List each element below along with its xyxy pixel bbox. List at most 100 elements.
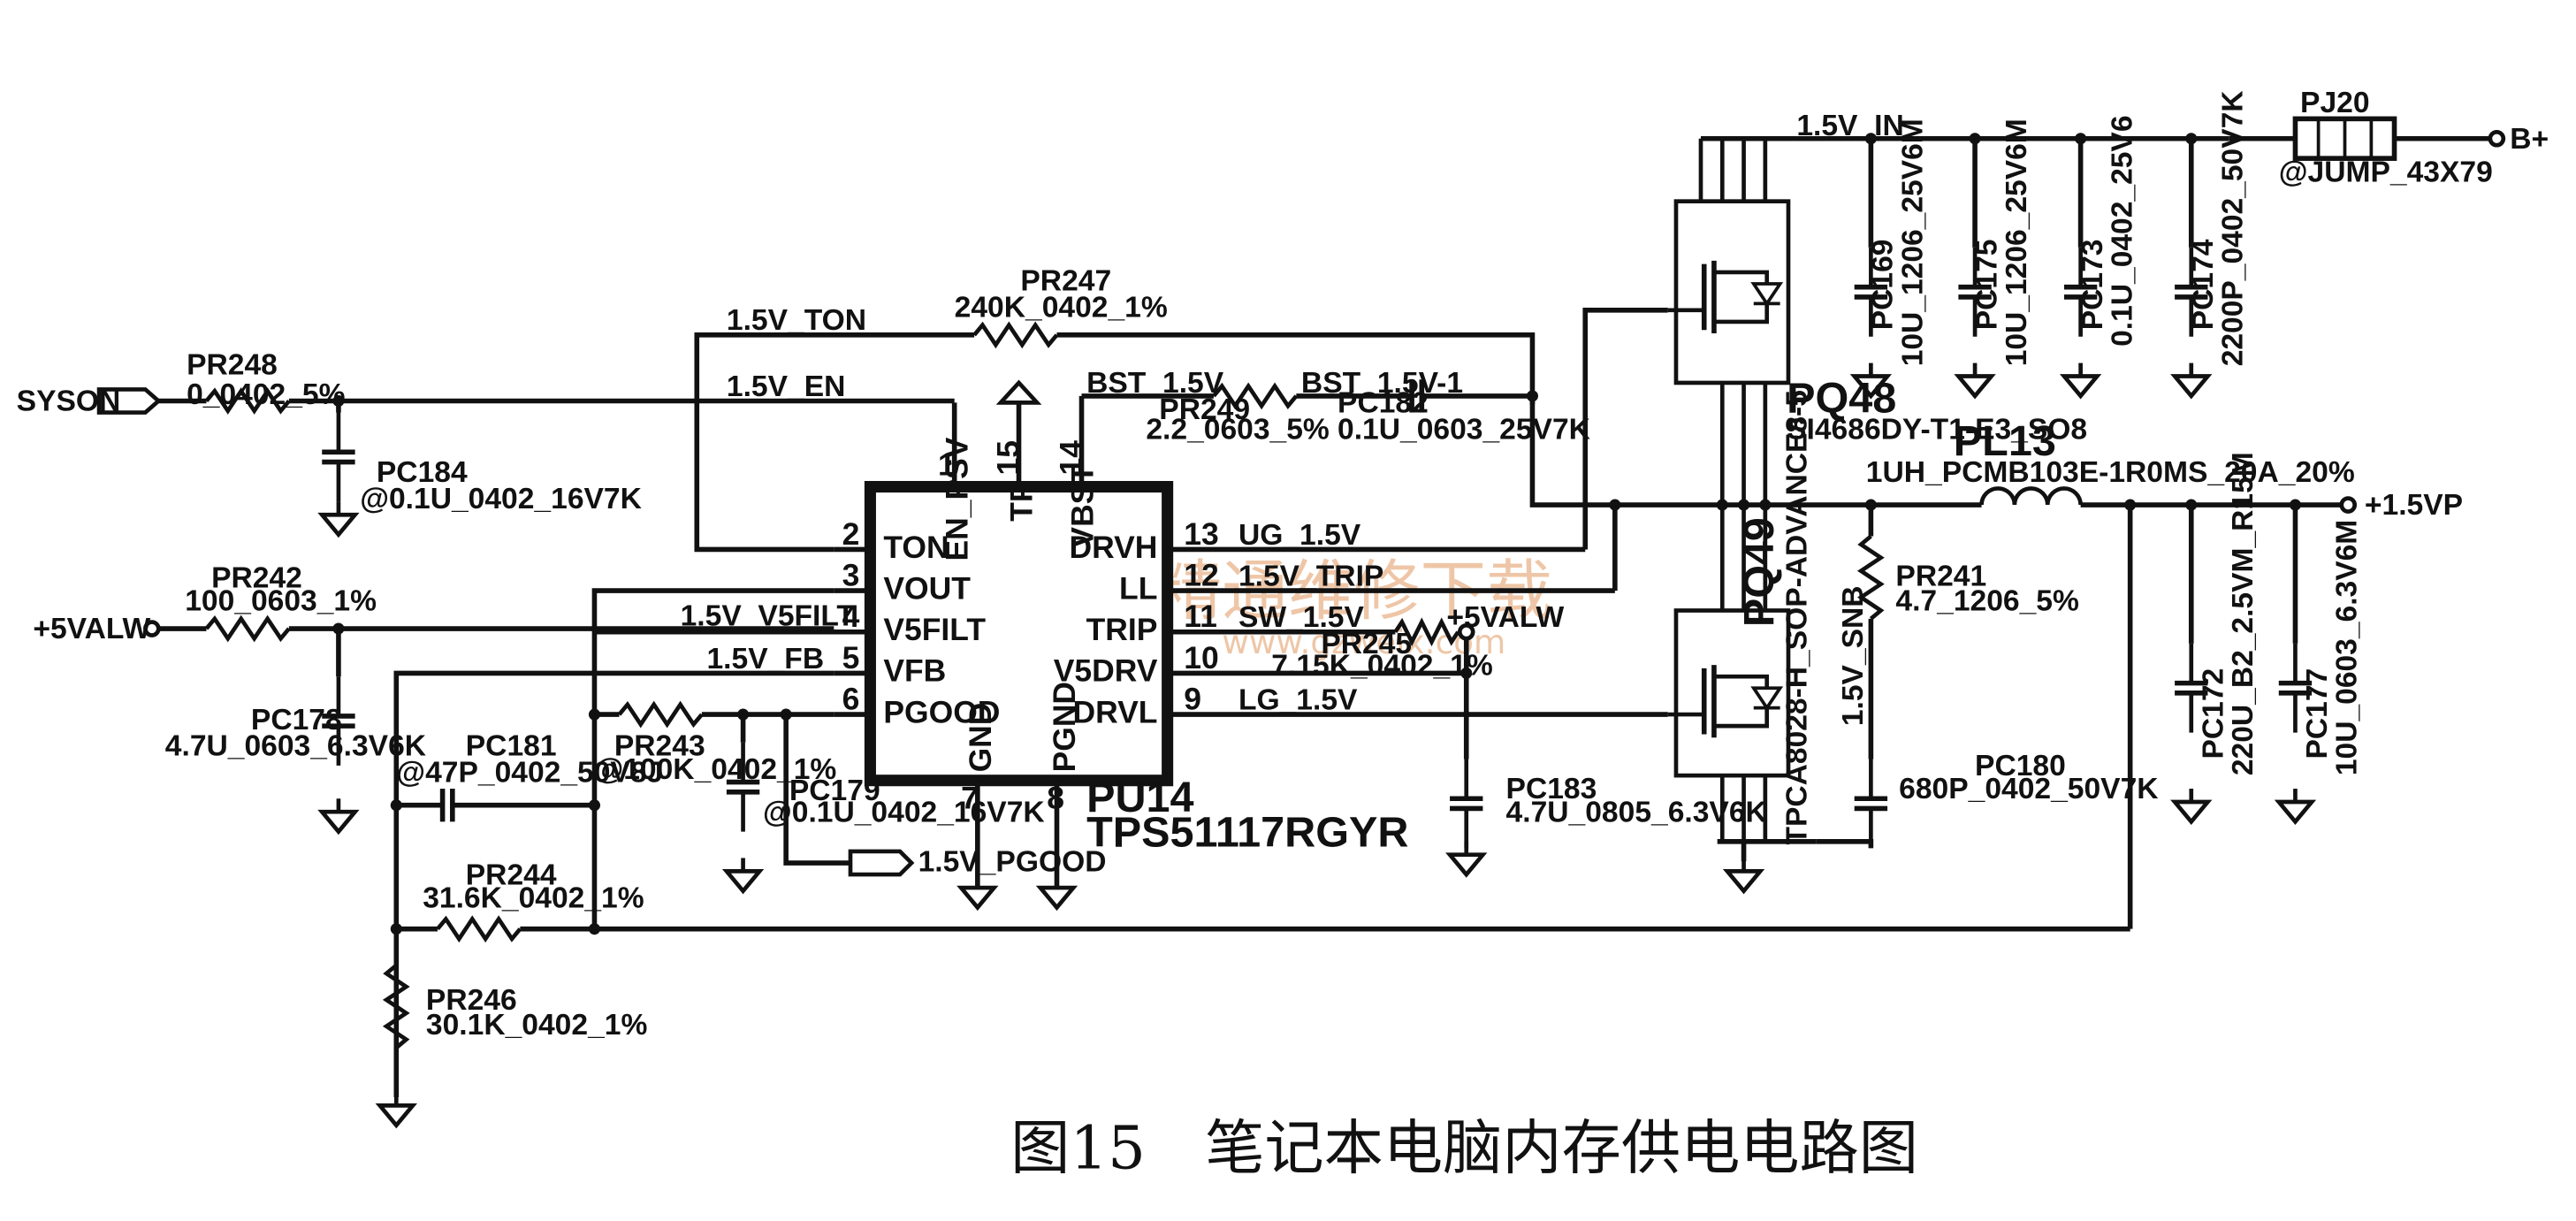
net-ug: UG_1.5V	[1238, 519, 1361, 552]
vout-port-icon	[2339, 496, 2358, 514]
net-trip: 1.5V_TRIP	[1238, 561, 1383, 593]
pc184-capacitor-icon	[322, 413, 354, 502]
pr247-resistor-icon	[972, 321, 1059, 349]
pc174-ref: PC174	[2187, 239, 2220, 330]
net-vin: 1.5V_IN	[1796, 110, 1903, 142]
pr245-ref: PR245	[1321, 628, 1412, 660]
net-fb: 1.5V_FB	[706, 643, 824, 675]
ic-pin-gnd: GND	[963, 703, 998, 773]
pc175-value: 10U_1206_25V6M	[2001, 118, 2033, 366]
ic-pin-drvh: DRVH	[1070, 530, 1158, 565]
pc184-value: @0.1U_0402_16V7K	[360, 483, 642, 515]
ic-pin-v5drv: V5DRV	[1054, 653, 1158, 689]
ic-pin-wires	[594, 395, 1668, 891]
net-bst1: BST_1.5V-1	[1301, 367, 1463, 400]
pc180-value: 680P_0402_50V7K	[1899, 773, 2158, 805]
pr243-resistor-icon	[617, 700, 704, 729]
pc180-capacitor-icon	[1855, 759, 1887, 848]
pl13-value: 1UH_PCMB103E-1R0MS_20A_20%	[1866, 456, 2355, 489]
pc178-ref: PC178	[251, 704, 342, 736]
pc173-value: 0.1U_0402_25V6	[2107, 115, 2139, 346]
pl13-inductor-icon	[1979, 486, 2083, 506]
svg-text:10: 10	[1184, 640, 1218, 675]
pl13-ref: PL13	[1954, 417, 2056, 465]
figure-caption: 图15 笔记本电脑内存供电电路图	[1010, 1113, 1918, 1182]
net-ton: 1.5V_TON	[727, 304, 866, 337]
pr242-resistor-icon	[204, 614, 291, 643]
pc172-value: 220U_B2_2.5VM_R15M	[2227, 452, 2260, 775]
ic-pin-en-psv: EN_PSV	[940, 437, 975, 561]
ic-pin-numbers: 2 3 4 5 6 13 12 11 10 9 1 15 14 7 8	[842, 440, 1219, 816]
pc179-ref: PC179	[789, 775, 880, 807]
pr245-resistor-icon	[1393, 617, 1460, 647]
ground-icon	[322, 501, 354, 534]
pq49-part: TPCA8028-H_SOP-ADVANCE8-5	[1781, 390, 1814, 844]
pj20-value: @JUMP_43X79	[2279, 156, 2493, 188]
port-vout: +1.5VP	[2365, 489, 2463, 522]
pc183-capacitor-icon	[1450, 759, 1482, 848]
pj20-ref: PJ20	[2300, 87, 2370, 119]
ic-pu14-body	[864, 481, 1174, 787]
net-lg: LG_1.5V	[1238, 683, 1358, 716]
ground-icon	[1450, 842, 1482, 874]
pr249-value: 2.2_0603_5%	[1146, 413, 1329, 446]
ic-pin-drvl: DRVL	[1072, 694, 1157, 729]
pr244-ref: PR244	[466, 859, 557, 891]
ic-pin-vfb: VFB	[883, 653, 946, 689]
pc183-ref: PC183	[1506, 773, 1597, 805]
pr248-value: 0_0402_5%	[187, 378, 345, 411]
pr243-ref: PR243	[614, 730, 705, 763]
svg-text:3: 3	[842, 558, 860, 593]
ic-pin-ton: TON	[883, 530, 949, 565]
ground-icon	[380, 1092, 413, 1125]
net-snb: 1.5V_SNB	[1837, 585, 1870, 726]
pr244-resistor-icon	[436, 915, 522, 943]
ic-pin-tp: TP	[1003, 481, 1039, 521]
port-syson: SYSON	[17, 385, 121, 418]
svg-text:9: 9	[1184, 681, 1201, 716]
svg-text:2: 2	[842, 516, 860, 552]
pc177-ref: PC177	[2301, 668, 2334, 759]
pc181-ref: PC181	[466, 730, 557, 763]
net-bst: BST_1.5V	[1086, 367, 1224, 400]
pc169-ref: PC169	[1867, 240, 1900, 331]
svg-text:6: 6	[842, 681, 860, 716]
port-v5alw-right: +5VALW	[1446, 601, 1564, 634]
pr247-value: 240K_0402_1%	[955, 291, 1168, 324]
net-v5filt: 1.5V_V5FILT	[681, 599, 856, 632]
ic-pin-v5filt: V5FILT	[883, 612, 986, 647]
ground-icon	[1040, 874, 1073, 907]
pc177-value: 10U_0603_6.3V6M	[2331, 520, 2364, 775]
ground-icon	[322, 798, 354, 831]
pj20-jumper-icon	[2292, 116, 2397, 161]
pr241-resistor-icon	[1856, 534, 1885, 621]
pc182-value: 0.1U_0603_25V7K	[1338, 413, 1590, 446]
pr242-ref: PR242	[211, 561, 302, 594]
svg-text:11: 11	[1184, 599, 1217, 634]
ic-pin-trip: TRIP	[1086, 612, 1158, 647]
pq48-ref: PQ48	[1787, 375, 1896, 423]
pr241-value: 4.7_1206_5%	[1895, 585, 2078, 618]
pr242-value: 100_0603_1%	[185, 585, 377, 618]
pr241-ref: PR241	[1895, 561, 1986, 593]
ground-icon	[2279, 789, 2312, 821]
pr243-value: @100K_0402_1%	[594, 753, 836, 786]
svg-text:13: 13	[1184, 516, 1218, 552]
port-v5alw: +5VALW	[33, 613, 150, 645]
pr249-ref: PR249	[1159, 393, 1250, 426]
ic-pin-ll: LL	[1119, 570, 1157, 606]
pgood-port-icon	[848, 849, 915, 877]
pc172-ref: PC172	[2197, 668, 2229, 759]
pr248-ref: PR248	[187, 349, 278, 382]
pc174-value: 2200P_0402_50V7K	[2217, 90, 2250, 366]
pc175-ref: PC175	[1970, 240, 2003, 331]
pq49-ref: PQ49	[1735, 517, 1783, 627]
svg-text:7: 7	[961, 780, 979, 815]
svg-text:12: 12	[1184, 558, 1218, 593]
pr246-ref: PR246	[426, 984, 517, 1017]
ic-pin-vout: VOUT	[883, 570, 971, 606]
port-pgood: 1.5V_PGOOD	[918, 845, 1107, 878]
ground-icon	[727, 858, 759, 890]
pc184-ref: PC184	[377, 456, 468, 489]
